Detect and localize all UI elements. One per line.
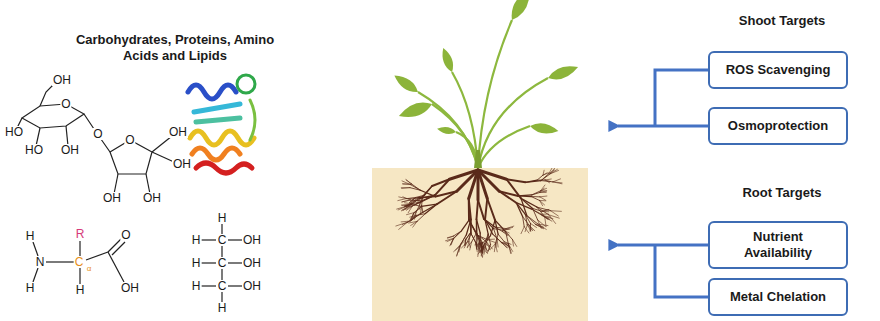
atom-label: H <box>75 284 86 296</box>
atom-label: OH <box>242 280 262 292</box>
atom-label: OH <box>60 144 80 156</box>
panel-heading: Carbohydrates, Proteins, Amino Acids and… <box>60 32 290 65</box>
atom-label: OH <box>120 282 140 294</box>
atom-label: R <box>75 228 86 240</box>
atom-label: OH <box>142 192 162 204</box>
atom-label: O <box>92 128 103 140</box>
atom-label: C <box>74 256 85 268</box>
target-box: ROS Scavenging <box>708 51 848 89</box>
atom-label: O <box>124 134 135 146</box>
plant-shoot <box>392 0 580 168</box>
atom-label: H <box>25 230 36 242</box>
atom-label: HO <box>4 126 24 138</box>
atom-label: O <box>60 98 71 110</box>
soil <box>372 168 588 321</box>
atom-label: H <box>191 280 202 292</box>
target-label: Nutrient Availability <box>718 229 838 260</box>
amino-acid-structure <box>33 239 125 284</box>
atom-label: C <box>217 234 228 246</box>
atom-label: C <box>217 280 228 292</box>
atom-label: α <box>86 265 93 273</box>
target-label: Metal Chelation <box>730 289 826 305</box>
target-label: ROS Scavenging <box>726 62 831 78</box>
atom-label: OH <box>172 158 192 170</box>
atom-label: C <box>217 257 228 269</box>
target-bracket <box>618 70 708 297</box>
glycerol-structure <box>201 224 242 302</box>
atom-label: OH <box>52 74 72 86</box>
atom-label: OH <box>168 126 188 138</box>
atom-label: N <box>35 256 46 268</box>
roots <box>396 168 562 257</box>
atom-label: H <box>217 212 228 224</box>
target-box: Osmoprotection <box>708 107 848 145</box>
target-box: Nutrient Availability <box>708 221 848 269</box>
atom-label: OH <box>102 192 122 204</box>
protein-ribbon <box>188 75 255 173</box>
atom-label: H <box>217 302 228 314</box>
target-box: Metal Chelation <box>708 278 848 316</box>
atom-label: H <box>25 282 36 294</box>
atom-label: O <box>120 229 131 241</box>
group-heading: Root Targets <box>742 186 821 199</box>
atom-label: OH <box>242 257 262 269</box>
atom-label: OH <box>242 234 262 246</box>
target-label: Osmoprotection <box>728 118 828 134</box>
atom-label: HO <box>24 144 44 156</box>
atom-label: H <box>191 257 202 269</box>
group-heading: Shoot Targets <box>739 14 825 27</box>
sucrose-structure <box>16 82 174 194</box>
atom-label: H <box>191 234 202 246</box>
